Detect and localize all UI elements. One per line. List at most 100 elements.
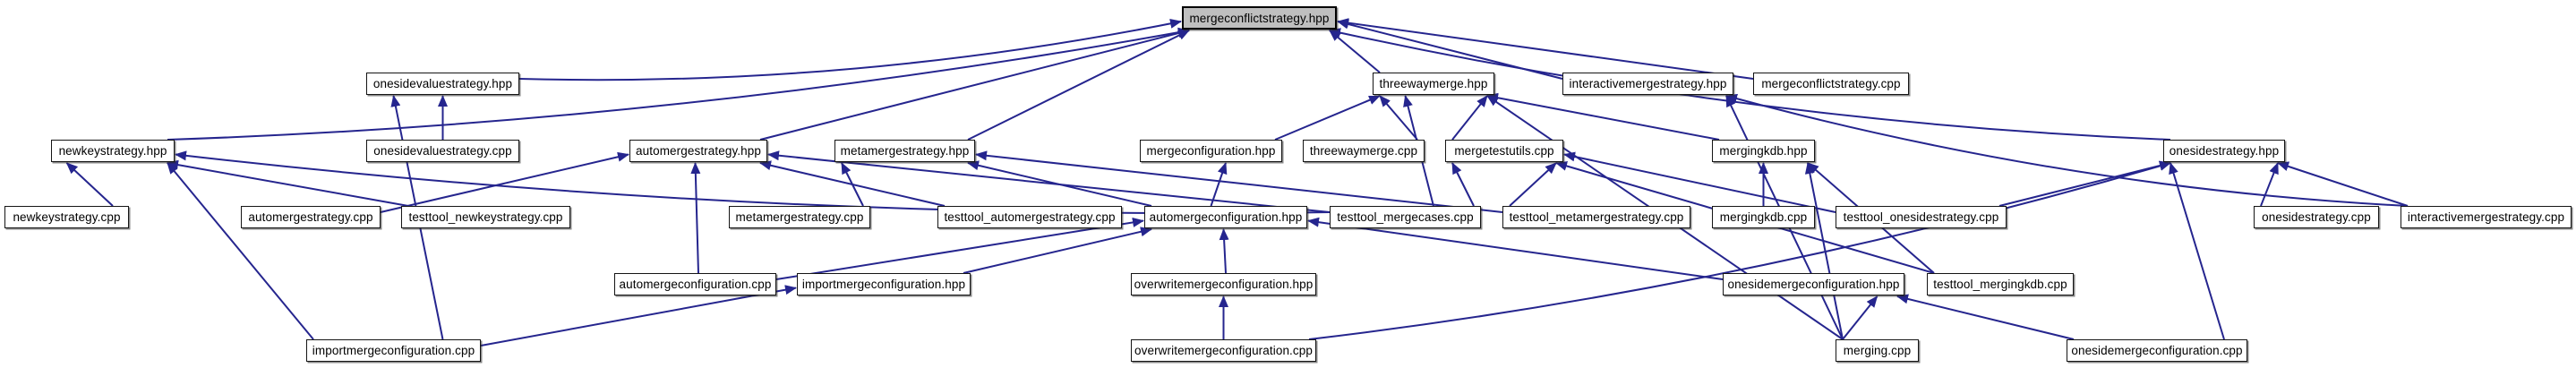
graph-node-label: onesidestrategy.cpp — [2262, 210, 2371, 224]
graph-node-label: importmergeconfiguration.cpp — [312, 344, 475, 357]
edge-amc_hpp-to-mc_hpp — [1210, 162, 1228, 207]
graph-node-label: mergeconflictstrategy.cpp — [1761, 77, 1901, 90]
graph-node-label: interactivemergestrategy.cpp — [2407, 210, 2565, 224]
edge-ams_hpp-to-mcs_hpp — [759, 28, 1190, 141]
graph-node-mergetestutils-cpp[interactable]: mergetestutils.cpp — [1445, 140, 1563, 162]
edge-amc_hpp-to-mms_hpp — [967, 160, 1152, 207]
graph-node-newkeystrategy-cpp[interactable]: newkeystrategy.cpp — [4, 206, 129, 228]
graph-node-onesidevaluestrategy-cpp[interactable]: onesidevaluestrategy.cpp — [366, 140, 519, 162]
edge-mcs_cpp-to-mcs_hpp — [1337, 18, 1754, 80]
graph-node-label: overwritemergeconfiguration.cpp — [1134, 344, 1313, 357]
graph-node-label: testtool_automergestrategy.cpp — [944, 210, 1116, 224]
graph-node-label: testtool_mergecases.cpp — [1337, 210, 1474, 224]
graph-node-label: metamergestrategy.cpp — [735, 210, 864, 224]
graph-node-label: onesidemergeconfiguration.cpp — [2071, 344, 2243, 357]
edge-tt_nks-to-nks_hpp — [167, 159, 409, 207]
edge-ams_cpp-to-ams_hpp — [380, 151, 629, 213]
graph-node-label: mergeconfiguration.hpp — [1146, 144, 1276, 158]
graph-node-label: merging.cpp — [1843, 344, 1912, 357]
graph-node-label: testtool_mergingkdb.cpp — [1933, 278, 2067, 291]
graph-node-label: automergestrategy.cpp — [248, 210, 373, 224]
graph-node-newkeystrategy-hpp[interactable]: newkeystrategy.hpp — [51, 140, 175, 162]
edge-nks_hpp-to-mcs_hpp — [167, 27, 1190, 141]
graph-node-label: automergeconfiguration.cpp — [619, 278, 772, 291]
graph-node-importmergeconfiguration-cpp[interactable]: importmergeconfiguration.cpp — [306, 339, 481, 362]
edge-amc_cpp-to-amc_hpp — [775, 217, 1144, 280]
graph-node-label: threewaymerge.cpp — [1309, 144, 1418, 158]
graph-node-overwritemergeconfiguration-cpp[interactable]: overwritemergeconfiguration.cpp — [1131, 339, 1316, 362]
edge-mms_hpp-to-mcs_hpp — [967, 30, 1190, 141]
graph-node-automergeconfiguration-hpp[interactable]: automergeconfiguration.hpp — [1144, 206, 1307, 228]
edge-tt_mc-to-mtu_cpp — [1451, 162, 1475, 207]
graph-node-mergeconfiguration-hpp[interactable]: mergeconfiguration.hpp — [1140, 140, 1282, 162]
graph-node-label: onesidestrategy.hpp — [2169, 144, 2280, 158]
graph-node-mergingkdb-cpp[interactable]: mergingkdb.cpp — [1712, 206, 1815, 228]
edge-tt_mms-to-mtu_cpp — [1509, 162, 1557, 207]
edge-imc_hpp-to-amc_hpp — [963, 227, 1152, 274]
edge-tt_mc-to-ams_hpp — [767, 150, 1331, 213]
graph-node-label: onesidevaluestrategy.cpp — [373, 144, 512, 158]
graph-node-label: automergeconfiguration.hpp — [1149, 210, 1303, 224]
graph-node-threewaymerge-hpp[interactable]: threewaymerge.hpp — [1373, 73, 1494, 95]
graph-node-automergestrategy-hpp[interactable]: automergestrategy.hpp — [629, 140, 767, 162]
edge-mkdb_hpp-to-twm_hpp — [1486, 92, 1720, 141]
graph-node-merging-cpp[interactable]: merging.cpp — [1836, 339, 1919, 362]
graph-node-label: mergingkdb.hpp — [1719, 144, 1808, 158]
graph-node-testtool_mergecases-cpp[interactable]: testtool_mergecases.cpp — [1330, 206, 1481, 228]
graph-node-label: testtool_onesidestrategy.cpp — [1843, 210, 1999, 224]
edge-nks_cpp-to-nks_hpp — [65, 162, 114, 207]
edge-owc_cpp-to-oss_hpp — [1308, 161, 2171, 340]
edge-tt_oss-to-oss_hpp — [1998, 160, 2171, 207]
edge-imc_cpp-to-imc_hpp — [480, 285, 797, 347]
graph-node-overwritemergeconfiguration-hpp[interactable]: overwritemergeconfiguration.hpp — [1131, 273, 1316, 295]
edge-ims_cpp-to-ims_hpp — [1725, 93, 2409, 207]
graph-node-onesidemergeconfiguration-hpp[interactable]: onesidemergeconfiguration.hpp — [1723, 273, 1904, 295]
graph-node-label: importmergeconfiguration.hpp — [801, 278, 966, 291]
graph-node-mergeconflictstrategy-hpp[interactable]: mergeconflictstrategy.hpp — [1182, 6, 1337, 30]
graph-node-automergeconfiguration-cpp[interactable]: automergeconfiguration.cpp — [614, 273, 776, 295]
graph-node-label: onesidevaluestrategy.hpp — [372, 77, 513, 90]
edge-osmc_cpp-to-osmc_hpp — [1896, 294, 2075, 340]
edge-tt_oss-to-mtu_cpp — [1563, 151, 1836, 213]
graph-node-metamergestrategy-cpp[interactable]: metamergestrategy.cpp — [729, 206, 870, 228]
graph-node-label: interactivemergestrategy.hpp — [1569, 77, 1727, 90]
graph-node-onesidestrategy-cpp[interactable]: onesidestrategy.cpp — [2254, 206, 2379, 228]
edge-owc_hpp-to-amc_hpp — [1219, 228, 1229, 274]
graph-node-label: mergetestutils.cpp — [1454, 144, 1554, 158]
edge-ims_cpp-to-oss_hpp — [2277, 161, 2409, 207]
graph-node-metamergestrategy-hpp[interactable]: metamergestrategy.hpp — [834, 140, 975, 162]
graph-node-interactivemergestrategy-cpp[interactable]: interactivemergestrategy.cpp — [2401, 206, 2572, 228]
graph-node-onesidevaluestrategy-hpp[interactable]: onesidevaluestrategy.hpp — [366, 73, 519, 95]
graph-node-importmergeconfiguration-hpp[interactable]: importmergeconfiguration.hpp — [797, 273, 971, 295]
graph-node-automergestrategy-cpp[interactable]: automergestrategy.cpp — [241, 206, 381, 228]
graph-node-label: newkeystrategy.cpp — [13, 210, 121, 224]
graph-node-interactivemergestrategy-hpp[interactable]: interactivemergestrategy.hpp — [1562, 73, 1733, 95]
edge-mtu_cpp-to-twm_hpp — [1451, 95, 1488, 141]
graph-node-onesidemergeconfiguration-cpp[interactable]: onesidemergeconfiguration.cpp — [2067, 339, 2247, 362]
graph-node-label: overwritemergeconfiguration.hpp — [1134, 278, 1314, 291]
graph-node-label: mergingkdb.cpp — [1719, 210, 1808, 224]
edge-osmc_hpp-to-amc_hpp — [1307, 217, 1724, 280]
edge-imc_cpp-to-nks_hpp — [167, 162, 314, 340]
graph-node-label: testtool_newkeystrategy.cpp — [408, 210, 563, 224]
edge-tt_mc-to-nks_hpp — [175, 150, 1331, 215]
graph-node-label: metamergestrategy.hpp — [840, 144, 970, 158]
graph-node-testtool_automergestrategy-cpp[interactable]: testtool_automergestrategy.cpp — [937, 206, 1122, 228]
graph-node-label: newkeystrategy.hpp — [58, 144, 167, 158]
graph-node-label: threewaymerge.hpp — [1379, 77, 1488, 90]
graph-node-onesidestrategy-hpp[interactable]: onesidestrategy.hpp — [2163, 140, 2285, 162]
edge-oss_hpp-to-mcs_hpp — [1329, 28, 2171, 141]
edge-mc_hpp-to-twm_hpp — [1274, 95, 1381, 141]
edge-osmc_cpp-to-oss_hpp — [2169, 162, 2225, 340]
graph-node-testtool_newkeystrategy-cpp[interactable]: testtool_newkeystrategy.cpp — [401, 206, 570, 228]
edge-amc_cpp-to-ams_hpp — [690, 162, 701, 274]
graph-node-threewaymerge-cpp[interactable]: threewaymerge.cpp — [1303, 140, 1425, 162]
graph-node-testtool_metamergestrategy-cpp[interactable]: testtool_metamergestrategy.cpp — [1502, 206, 1690, 228]
graph-node-mergeconflictstrategy-cpp[interactable]: mergeconflictstrategy.cpp — [1753, 73, 1909, 95]
graph-node-testtool_onesidestrategy-cpp[interactable]: testtool_onesidestrategy.cpp — [1836, 206, 2007, 228]
graph-node-label: automergestrategy.hpp — [636, 144, 761, 158]
graph-node-mergingkdb-hpp[interactable]: mergingkdb.hpp — [1712, 140, 1815, 162]
edge-osv_hpp-to-mcs_hpp — [518, 18, 1182, 81]
graph-node-testtool_mergingkdb-cpp[interactable]: testtool_mergingkdb.cpp — [1927, 273, 2074, 295]
